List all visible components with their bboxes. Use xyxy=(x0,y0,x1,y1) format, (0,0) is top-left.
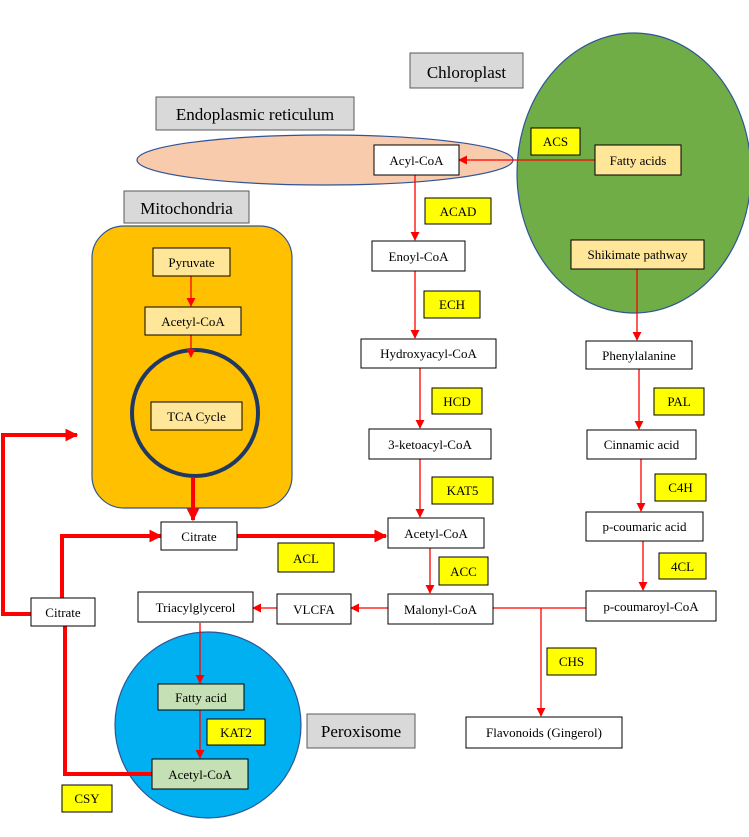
svg-text:Citrate: Citrate xyxy=(181,529,217,544)
node-fatty-acid-peroxisome: Fatty acid xyxy=(157,683,245,711)
reaction-arrows xyxy=(186,155,648,759)
svg-text:TCA Cycle: TCA Cycle xyxy=(167,409,226,424)
enzyme-chs: CHS xyxy=(546,647,597,676)
peroxisome-label: Peroxisome xyxy=(306,713,416,749)
svg-text:ACC: ACC xyxy=(450,564,477,579)
svg-text:ACL: ACL xyxy=(293,551,319,566)
node-acetyl-coa-mito: Acetyl-CoA xyxy=(144,306,242,336)
node-acetyl-coa-peroxisome: Acetyl-CoA xyxy=(151,758,249,790)
node-tca-cycle: TCA Cycle xyxy=(150,401,243,431)
svg-text:C4H: C4H xyxy=(668,480,693,495)
svg-text:3-ketoacyl-CoA: 3-ketoacyl-CoA xyxy=(388,437,472,452)
svg-text:p-coumaroyl-CoA: p-coumaroyl-CoA xyxy=(603,599,699,614)
svg-text:Cinnamic acid: Cinnamic acid xyxy=(604,437,680,452)
node-pyruvate: Pyruvate xyxy=(152,247,231,277)
arrow-citrate-left-to-mitochondria xyxy=(1,428,79,616)
enzyme-kat5: KAT5 xyxy=(431,476,494,505)
enzyme-4cl: 4CL xyxy=(658,552,707,580)
svg-text:Acyl-CoA: Acyl-CoA xyxy=(389,153,444,168)
enzyme-acl: ACL xyxy=(277,542,335,573)
svg-text:Phenylalanine: Phenylalanine xyxy=(602,348,676,363)
citrate-arrows xyxy=(1,428,388,776)
node-fatty-acids: Fatty acids xyxy=(594,144,682,176)
svg-text:VLCFA: VLCFA xyxy=(293,602,335,617)
chloroplast-label: Chloroplast xyxy=(409,52,524,89)
enzyme-ech: ECH xyxy=(423,290,481,319)
enzyme-acc: ACC xyxy=(438,556,489,586)
svg-text:Shikimate pathway: Shikimate pathway xyxy=(587,247,688,262)
svg-text:HCD: HCD xyxy=(443,394,470,409)
node-citrate-left: Citrate xyxy=(30,597,96,627)
svg-text:Peroxisome: Peroxisome xyxy=(321,722,401,741)
svg-text:Mitochondria: Mitochondria xyxy=(140,199,233,218)
svg-text:Acetyl-CoA: Acetyl-CoA xyxy=(404,526,468,541)
enzyme-acs: ACS xyxy=(530,127,581,156)
svg-text:KAT5: KAT5 xyxy=(447,483,479,498)
node-p-coumaroyl-coa: p-coumaroyl-CoA xyxy=(585,590,717,622)
node-vlcfa: VLCFA xyxy=(276,593,352,625)
svg-text:Malonyl-CoA: Malonyl-CoA xyxy=(404,602,478,617)
svg-text:Citrate: Citrate xyxy=(45,605,81,620)
node-malonyl-coa: Malonyl-CoA xyxy=(387,593,494,625)
svg-text:KAT2: KAT2 xyxy=(220,725,252,740)
svg-text:ACS: ACS xyxy=(543,134,568,149)
svg-text:CSY: CSY xyxy=(74,791,100,806)
svg-text:PAL: PAL xyxy=(667,394,690,409)
node-hydroxyacyl-coa: Hydroxyacyl-CoA xyxy=(360,338,497,369)
node-shikimate-pathway: Shikimate pathway xyxy=(570,239,705,270)
node-flavonoids-gingerol: Flavonoids (Gingerol) xyxy=(465,716,623,749)
svg-text:Enoyl-CoA: Enoyl-CoA xyxy=(389,249,450,264)
enzyme-acad: ACAD xyxy=(424,197,492,225)
enzyme-pal: PAL xyxy=(653,387,705,416)
svg-text:p-coumaric acid: p-coumaric acid xyxy=(602,519,687,534)
mitochondria-label: Mitochondria xyxy=(123,190,250,224)
node-cinnamic-acid: Cinnamic acid xyxy=(586,429,697,460)
enzyme-kat2: KAT2 xyxy=(206,718,266,746)
node-3-ketoacyl-coa: 3-ketoacyl-CoA xyxy=(368,428,492,460)
er-label: Endoplasmic reticulum xyxy=(155,96,355,131)
svg-text:Pyruvate: Pyruvate xyxy=(168,255,214,270)
arrow-citrate-left-to-citrate-center xyxy=(60,529,163,598)
svg-text:Acetyl-CoA: Acetyl-CoA xyxy=(161,314,225,329)
svg-text:Fatty acid: Fatty acid xyxy=(175,690,227,705)
node-acetyl-coa-cytosol: Acetyl-CoA xyxy=(387,517,485,549)
svg-text:Flavonoids (Gingerol): Flavonoids (Gingerol) xyxy=(486,725,602,740)
svg-text:Triacylglycerol: Triacylglycerol xyxy=(156,600,236,615)
svg-text:Acetyl-CoA: Acetyl-CoA xyxy=(168,767,232,782)
svg-text:Hydroxyacyl-CoA: Hydroxyacyl-CoA xyxy=(380,346,477,361)
node-acyl-coa: Acyl-CoA xyxy=(373,144,460,176)
node-citrate-center: Citrate xyxy=(160,521,238,551)
node-phenylalanine: Phenylalanine xyxy=(585,340,693,370)
svg-text:Chloroplast: Chloroplast xyxy=(427,63,507,82)
line-acetylcoa-perox-to-citrate-left xyxy=(63,626,152,776)
node-p-coumaric-acid: p-coumaric acid xyxy=(585,511,704,542)
svg-text:4CL: 4CL xyxy=(671,559,694,574)
svg-text:Endoplasmic reticulum: Endoplasmic reticulum xyxy=(176,105,334,124)
svg-text:CHS: CHS xyxy=(559,654,584,669)
enzyme-hcd: HCD xyxy=(431,387,483,415)
enzyme-csy: CSY xyxy=(61,784,113,813)
node-triacylglycerol: Triacylglycerol xyxy=(137,591,254,623)
node-enoyl-coa: Enoyl-CoA xyxy=(371,240,466,272)
svg-text:ACAD: ACAD xyxy=(440,204,477,219)
svg-text:ECH: ECH xyxy=(439,297,465,312)
enzyme-c4h: C4H xyxy=(654,473,707,502)
svg-text:Fatty acids: Fatty acids xyxy=(610,153,667,168)
